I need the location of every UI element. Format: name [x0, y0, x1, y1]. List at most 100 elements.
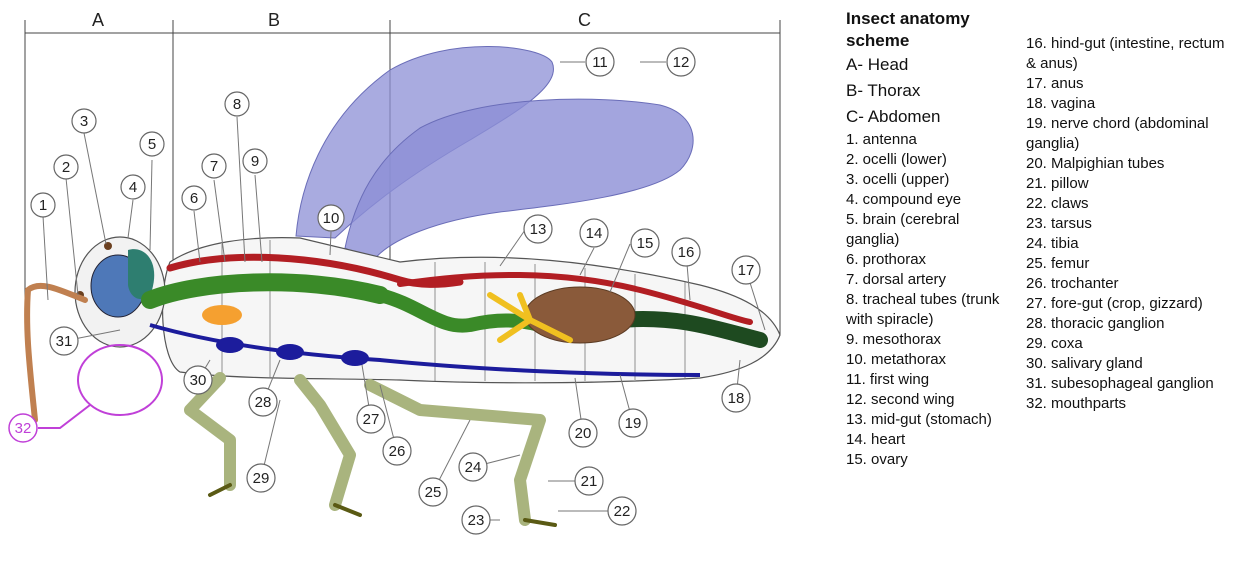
legend-item: 28. thoracic ganglion — [1026, 314, 1236, 334]
callout-24: 24 — [459, 453, 487, 481]
legend-item: 30. salivary gland — [1026, 354, 1236, 374]
callout-2: 2 — [54, 155, 78, 179]
legend-item: 8. tracheal tubes (trunk with spiracle) — [846, 290, 1016, 330]
legend-item: 25. femur — [1026, 254, 1236, 274]
legend-section-c: C- Abdomen — [846, 104, 1016, 130]
svg-text:4: 4 — [129, 179, 137, 196]
legend-item: 7. dorsal artery — [846, 270, 1016, 290]
svg-text:29: 29 — [253, 470, 270, 487]
callout-3: 3 — [72, 109, 96, 133]
svg-text:28: 28 — [255, 394, 272, 411]
callout-30: 30 — [184, 366, 212, 394]
svg-text:25: 25 — [425, 484, 442, 501]
legend-item: 17. anus — [1026, 74, 1236, 94]
svg-text:31: 31 — [56, 333, 73, 350]
legend-item: 16. hind-gut (intestine, rectum & anus) — [1026, 34, 1236, 74]
svg-text:27: 27 — [363, 411, 380, 428]
legend-item: 13. mid-gut (stomach) — [846, 410, 1016, 430]
segment-label-b: B — [268, 10, 280, 30]
legend-item: 10. metathorax — [846, 350, 1016, 370]
callout-16: 16 — [672, 238, 700, 266]
svg-text:17: 17 — [738, 262, 755, 279]
legend-column-1: Insect anatomy scheme A- Head B- Thorax … — [846, 8, 1016, 470]
svg-text:6: 6 — [190, 190, 198, 207]
svg-text:20: 20 — [575, 425, 592, 442]
svg-text:10: 10 — [323, 210, 340, 227]
svg-text:2: 2 — [62, 159, 70, 176]
legend-item: 15. ovary — [846, 450, 1016, 470]
callout-22: 22 — [608, 497, 636, 525]
legend-item: 3. ocelli (upper) — [846, 170, 1016, 190]
callout-32: 32 — [9, 414, 37, 442]
svg-text:14: 14 — [586, 225, 603, 242]
callout-18: 18 — [722, 384, 750, 412]
svg-text:11: 11 — [592, 54, 608, 71]
svg-text:5: 5 — [148, 136, 156, 153]
callout-26: 26 — [383, 437, 411, 465]
callout-4: 4 — [121, 175, 145, 199]
legend-item: 19. nerve chord (abdominal ganglia) — [1026, 114, 1236, 154]
callout-15: 15 — [631, 229, 659, 257]
svg-text:7: 7 — [210, 158, 218, 175]
svg-text:26: 26 — [389, 443, 406, 460]
callout-5: 5 — [140, 132, 164, 156]
svg-text:32: 32 — [15, 420, 32, 437]
legend-item: 18. vagina — [1026, 94, 1236, 114]
legend-item: 29. coxa — [1026, 334, 1236, 354]
ovary — [525, 287, 635, 343]
legend-item: 26. trochanter — [1026, 274, 1236, 294]
mouthparts-highlight — [78, 345, 162, 415]
legend-item: 32. mouthparts — [1026, 394, 1236, 414]
legend-item: 14. heart — [846, 430, 1016, 450]
legend-item: 11. first wing — [846, 370, 1016, 390]
callout-17: 17 — [732, 256, 760, 284]
callout-8: 8 — [225, 92, 249, 116]
segment-label-a: A — [92, 10, 104, 30]
svg-text:15: 15 — [637, 235, 654, 252]
svg-text:18: 18 — [728, 390, 745, 407]
svg-text:9: 9 — [251, 153, 259, 170]
legend-item: 5. brain (cerebral ganglia) — [846, 210, 1016, 250]
legend-item: 31. subesophageal ganglion — [1026, 374, 1236, 394]
callout-28: 28 — [249, 388, 277, 416]
mouthparts-pointer — [38, 405, 90, 428]
legend-column-2: 16. hind-gut (intestine, rectum & anus) … — [1026, 34, 1236, 414]
svg-text:8: 8 — [233, 96, 241, 113]
svg-text:1: 1 — [39, 197, 47, 214]
legend-item: 1. antenna — [846, 130, 1016, 150]
legend-item: 23. tarsus — [1026, 214, 1236, 234]
salivary-gland — [202, 305, 242, 325]
callout-31: 31 — [50, 327, 78, 355]
legend-item: 4. compound eye — [846, 190, 1016, 210]
svg-text:12: 12 — [673, 54, 690, 71]
callout-9: 9 — [243, 149, 267, 173]
callout-19: 19 — [619, 409, 647, 437]
legend-item: 20. Malpighian tubes — [1026, 154, 1236, 174]
insect-anatomy-diagram: A B C — [0, 0, 800, 583]
svg-text:19: 19 — [625, 415, 642, 432]
svg-text:22: 22 — [614, 503, 631, 520]
callout-7: 7 — [202, 154, 226, 178]
callout-21: 21 — [575, 467, 603, 495]
legend-section-b: B- Thorax — [846, 78, 1016, 104]
callout-27: 27 — [357, 405, 385, 433]
callout-23: 23 — [462, 506, 490, 534]
svg-text:23: 23 — [468, 512, 485, 529]
legend-item: 27. fore-gut (crop, gizzard) — [1026, 294, 1236, 314]
legend-item: 12. second wing — [846, 390, 1016, 410]
svg-text:24: 24 — [465, 459, 482, 476]
legend-title: Insect anatomy scheme — [846, 8, 1016, 52]
svg-text:30: 30 — [190, 372, 207, 389]
callout-25: 25 — [419, 478, 447, 506]
callout-6: 6 — [182, 186, 206, 210]
legend-item: 21. pillow — [1026, 174, 1236, 194]
legend-item: 24. tibia — [1026, 234, 1236, 254]
svg-text:3: 3 — [80, 113, 88, 130]
segment-label-c: C — [578, 10, 591, 30]
callout-29: 29 — [247, 464, 275, 492]
svg-text:13: 13 — [530, 221, 547, 238]
callout-12: 12 — [667, 48, 695, 76]
legend-item: 22. claws — [1026, 194, 1236, 214]
svg-text:21: 21 — [581, 473, 598, 490]
callout-13: 13 — [524, 215, 552, 243]
